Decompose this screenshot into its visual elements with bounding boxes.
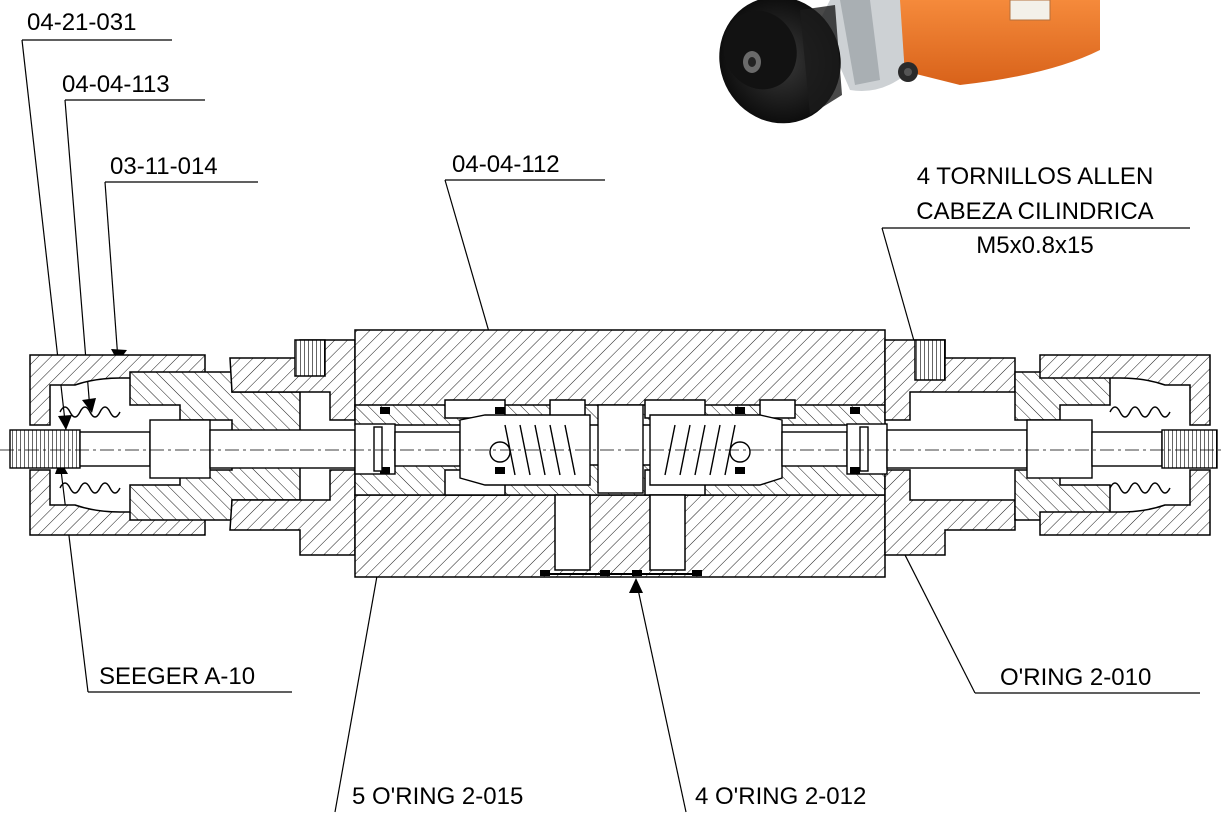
label-04-04-112: 04-04-112 [452, 151, 560, 178]
o-rings [373, 407, 869, 576]
label-tornillos-line1: 4 TORNILLOS ALLEN [916, 163, 1154, 190]
valve-body [29, 329, 1211, 578]
label-04-21-031: 04-21-031 [27, 9, 137, 36]
central-body [354, 329, 886, 411]
label-tornillos-line3: M5x0.8x15 [976, 232, 1094, 259]
right-end-cap [1039, 354, 1211, 426]
label-04-04-113: 04-04-113 [62, 71, 170, 98]
label-oring-2-015: 5 O'RING 2-015 [352, 783, 524, 810]
label-oring-2-010: O'RING 2-010 [1000, 664, 1152, 691]
label-seeger: SEEGER A-10 [99, 663, 256, 690]
product-photo [719, 0, 1100, 124]
label-oring-2-012: 4 O'RING 2-012 [695, 783, 867, 810]
spool-shaft [9, 404, 1218, 494]
label-tornillos-line2: CABEZA CILINDRICA [916, 198, 1154, 225]
label-03-11-014: 03-11-014 [110, 153, 218, 180]
